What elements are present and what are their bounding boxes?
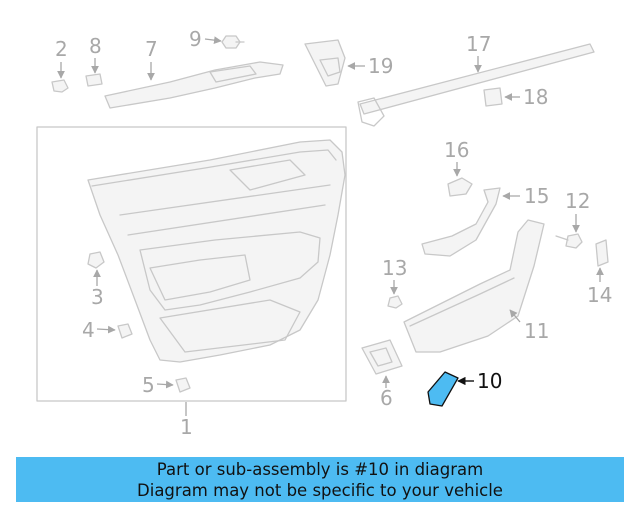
callout-9: 9 <box>189 27 202 51</box>
door-panel-outline <box>87 139 346 363</box>
callout-18: 18 <box>523 85 548 109</box>
door-panel-pocket <box>159 299 301 353</box>
part-13-screw <box>387 280 403 309</box>
part-18-block <box>483 87 520 107</box>
part-15-bracket <box>421 187 520 257</box>
door-panel-handle <box>229 159 306 191</box>
part-4-clip <box>96 323 133 339</box>
callout-13: 13 <box>382 256 407 280</box>
door-panel-inner-line <box>119 184 331 236</box>
callout-11: 11 <box>524 319 549 343</box>
info-banner-line-2: Diagram may not be specific to your vehi… <box>137 480 503 500</box>
info-banner: Part or sub-assembly is #10 in diagram D… <box>16 457 624 502</box>
callout-2: 2 <box>55 37 68 61</box>
part-9-screw <box>204 35 245 49</box>
part-14-clip <box>595 239 609 282</box>
part-11-armrest <box>403 219 545 353</box>
callout-15: 15 <box>524 184 549 208</box>
door-panel-upper-trim <box>91 149 337 187</box>
door-panel-armrest <box>139 231 321 311</box>
part-12-screw <box>555 214 583 249</box>
callout-12: 12 <box>565 189 590 213</box>
part-1-door-panel <box>36 126 347 402</box>
part-6-bezel <box>361 339 403 388</box>
callout-8: 8 <box>89 34 102 58</box>
callout-1: 1 <box>180 415 193 439</box>
part-10-shape <box>427 371 459 407</box>
part-10-highlighted <box>427 371 474 407</box>
part-5-clip <box>156 377 191 393</box>
callout-3: 3 <box>91 285 104 309</box>
door-panel-frame <box>36 126 347 402</box>
part-2-clip <box>51 62 69 93</box>
callout-17: 17 <box>466 32 491 56</box>
part-7-trim-strip <box>104 61 284 109</box>
door-panel-switch-bezel <box>149 254 251 301</box>
part-16-cover <box>447 162 473 197</box>
callout-10: 10 <box>477 369 502 393</box>
callout-14: 14 <box>587 283 612 307</box>
callout-19: 19 <box>368 54 393 78</box>
callout-6: 6 <box>380 386 393 410</box>
part-3-clip <box>87 251 105 286</box>
callout-4: 4 <box>82 318 95 342</box>
callout-5: 5 <box>142 373 155 397</box>
part-19-bracket <box>304 39 365 87</box>
info-banner-line-1: Part or sub-assembly is #10 in diagram <box>156 459 484 479</box>
part-17-weatherstrip <box>357 43 595 127</box>
callout-16: 16 <box>444 138 469 162</box>
callout-7: 7 <box>145 37 158 61</box>
part-8-clip <box>85 58 103 87</box>
